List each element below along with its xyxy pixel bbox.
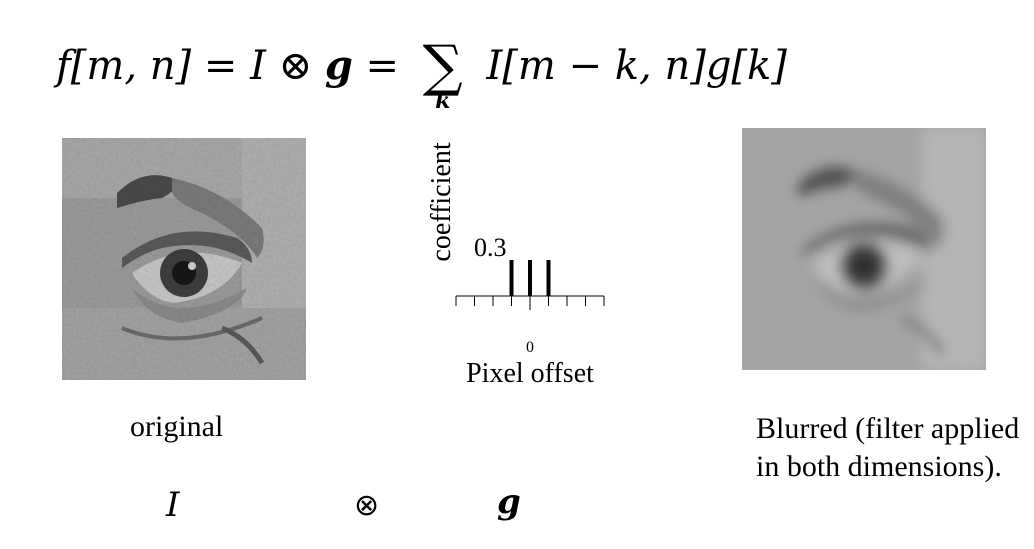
original-eye-image: [62, 138, 306, 380]
filter-symbol: g: [497, 482, 521, 522]
x-axis-label: Pixel offset: [466, 358, 594, 389]
equation-equals-1: =: [203, 43, 238, 89]
equation-lhs: f[m, n]: [56, 43, 192, 89]
blurred-eye-image: [742, 128, 986, 370]
equation-convolution-operator: ⊗: [278, 43, 313, 89]
summation-sign: ∑: [422, 34, 463, 99]
summation: ∑ k: [412, 28, 474, 114]
equation-rhs: I[m − k, n]g[k]: [486, 43, 787, 89]
convolution-operator-symbol: ⊗: [354, 488, 380, 523]
image-symbol: I: [166, 485, 180, 525]
equation-filter-symbol: g: [324, 42, 353, 89]
equation-equals-2: =: [365, 43, 400, 89]
summation-index: k: [435, 88, 451, 114]
y-axis-label: coefficient: [426, 142, 457, 261]
convolution-equation: f[m, n] = I ⊗ g = ∑ k I[m − k, n]g[k]: [56, 28, 787, 118]
caption-original: original: [130, 410, 224, 443]
x-tick-label: 0: [526, 339, 534, 356]
equation-image-symbol: I: [250, 43, 266, 89]
caption-blurred: Blurred (filter applied in both dimensio…: [756, 412, 1020, 483]
y-value-annotation: 0.3: [474, 233, 507, 262]
